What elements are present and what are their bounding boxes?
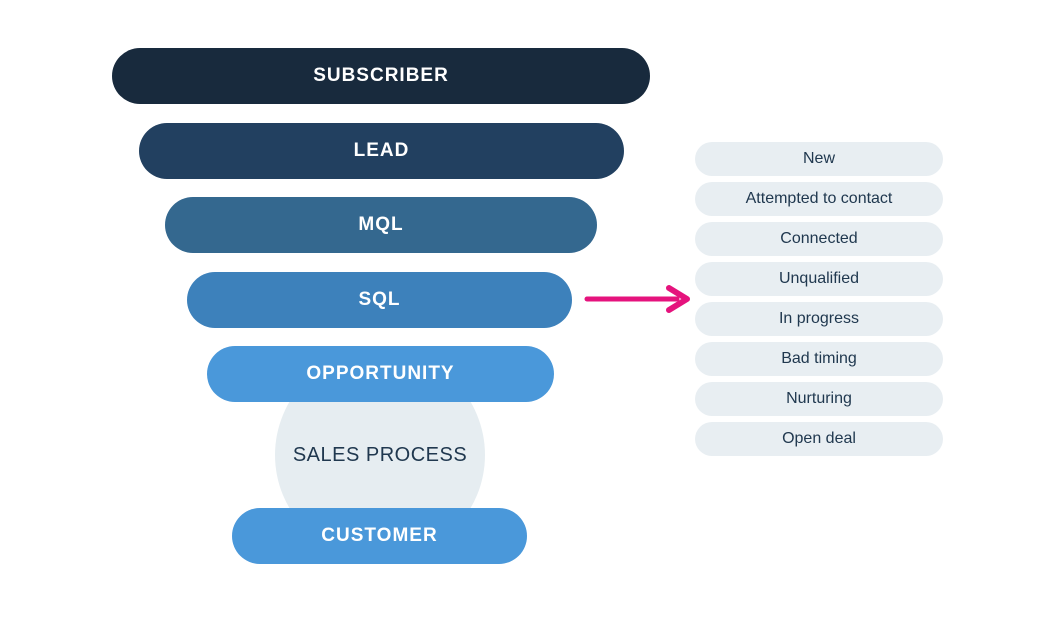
funnel-stage-sql: SQL — [187, 272, 572, 328]
sales-process-label: SALES PROCESS — [292, 443, 468, 466]
funnel-stage-customer: CUSTOMER — [232, 508, 527, 564]
status-pill-bad-timing: Bad timing — [695, 342, 943, 376]
funnel-stage-subscriber: SUBSCRIBER — [112, 48, 650, 104]
status-pill-new: New — [695, 142, 943, 176]
arrow-icon — [584, 285, 690, 313]
funnel-stage-mql: MQL — [165, 197, 597, 253]
status-pill-attempted-to-contact: Attempted to contact — [695, 182, 943, 216]
status-pill-nurturing: Nurturing — [695, 382, 943, 416]
funnel-stage-opportunity: OPPORTUNITY — [207, 346, 554, 402]
status-pill-in-progress: In progress — [695, 302, 943, 336]
arrow-head — [666, 285, 690, 313]
status-pill-unqualified: Unqualified — [695, 262, 943, 296]
lead-status-list: New Attempted to contact Connected Unqua… — [695, 142, 943, 462]
status-pill-open-deal: Open deal — [695, 422, 943, 456]
sql-to-statuses-arrow — [584, 282, 696, 316]
status-pill-connected: Connected — [695, 222, 943, 256]
funnel-stage-lead: LEAD — [139, 123, 624, 179]
